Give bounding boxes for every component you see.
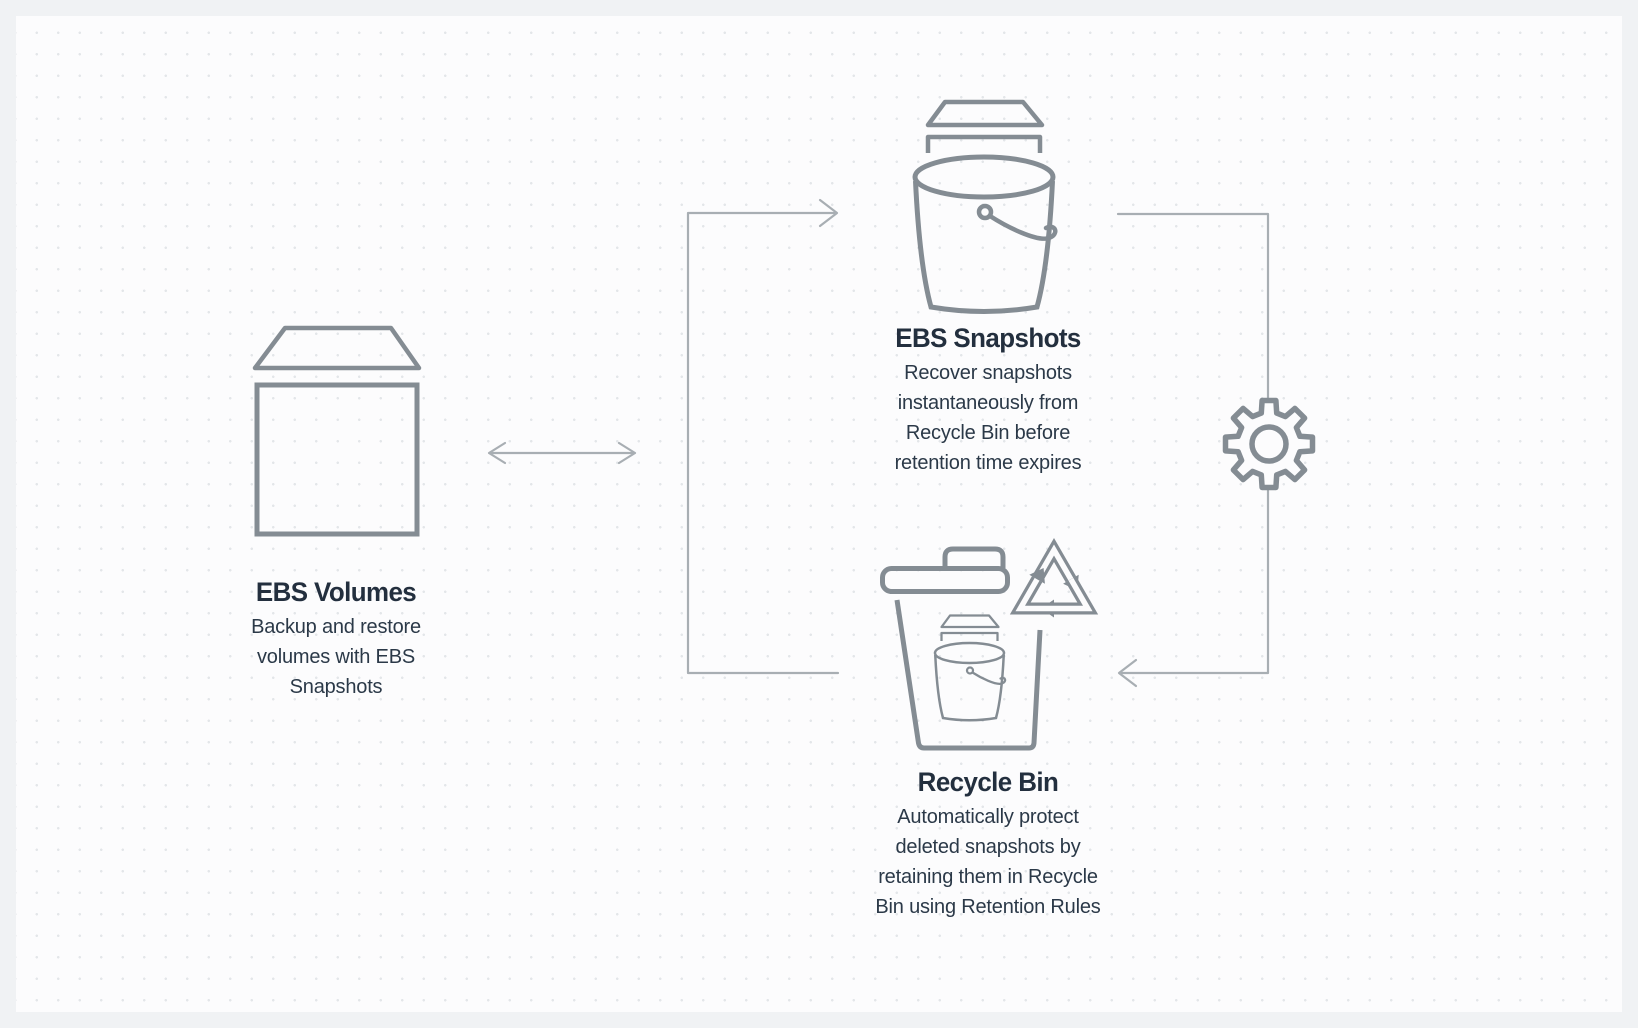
desc-line: Bin using Retention Rules xyxy=(875,896,1101,918)
snapshots-title: EBS Snapshots xyxy=(895,323,1081,353)
bin-body xyxy=(894,599,1043,751)
recycle-bin-description: Automatically protect deleted snapshots … xyxy=(828,802,1148,922)
snapshots-description: Recover snapshots instantaneously from R… xyxy=(828,358,1148,478)
snapshots-label-group: EBS Snapshots Recover snapshots instanta… xyxy=(828,322,1148,478)
ebs-volume-icon xyxy=(252,325,422,537)
snapshot-bucket-icon xyxy=(915,102,1055,312)
desc-line: Snapshots xyxy=(289,676,383,698)
gear-icon xyxy=(1222,397,1316,491)
bin-lid-bar xyxy=(880,566,1010,594)
desc-line: Recover snapshots xyxy=(904,362,1072,384)
mini-bucket-icon xyxy=(933,614,1007,722)
recyclebin-to-snapshots-arrow xyxy=(686,198,840,675)
arrowhead-left-icon xyxy=(1117,658,1138,688)
volumes-description: Backup and restore volumes with EBS Snap… xyxy=(176,612,496,702)
trash-bin-with-bucket-icon xyxy=(880,546,1043,751)
volumes-snapshots-double-arrow xyxy=(487,441,637,465)
bin-lid-handle xyxy=(942,546,1006,568)
arrowhead-right-icon xyxy=(818,198,839,228)
desc-line: instantaneously from xyxy=(897,392,1079,414)
recycle-bin-label-group: Recycle Bin Automatically protect delete… xyxy=(828,766,1148,922)
volumes-title: EBS Volumes xyxy=(255,577,417,607)
dotted-canvas xyxy=(16,16,1622,1012)
desc-line: deleted snapshots by xyxy=(895,836,1081,858)
desc-line: volumes with EBS xyxy=(257,646,415,668)
desc-line: Recycle Bin before xyxy=(905,422,1071,444)
desc-line: retention time expires xyxy=(894,452,1082,474)
volumes-label-group: EBS Volumes Backup and restore volumes w… xyxy=(176,576,496,702)
desc-line: Backup and restore xyxy=(251,616,421,638)
desc-line: retaining them in Recycle xyxy=(878,866,1098,888)
recycle-bin-title: Recycle Bin xyxy=(917,767,1059,797)
desc-line: Automatically protect xyxy=(897,806,1079,828)
recycle-arrows-icon xyxy=(1009,538,1099,618)
